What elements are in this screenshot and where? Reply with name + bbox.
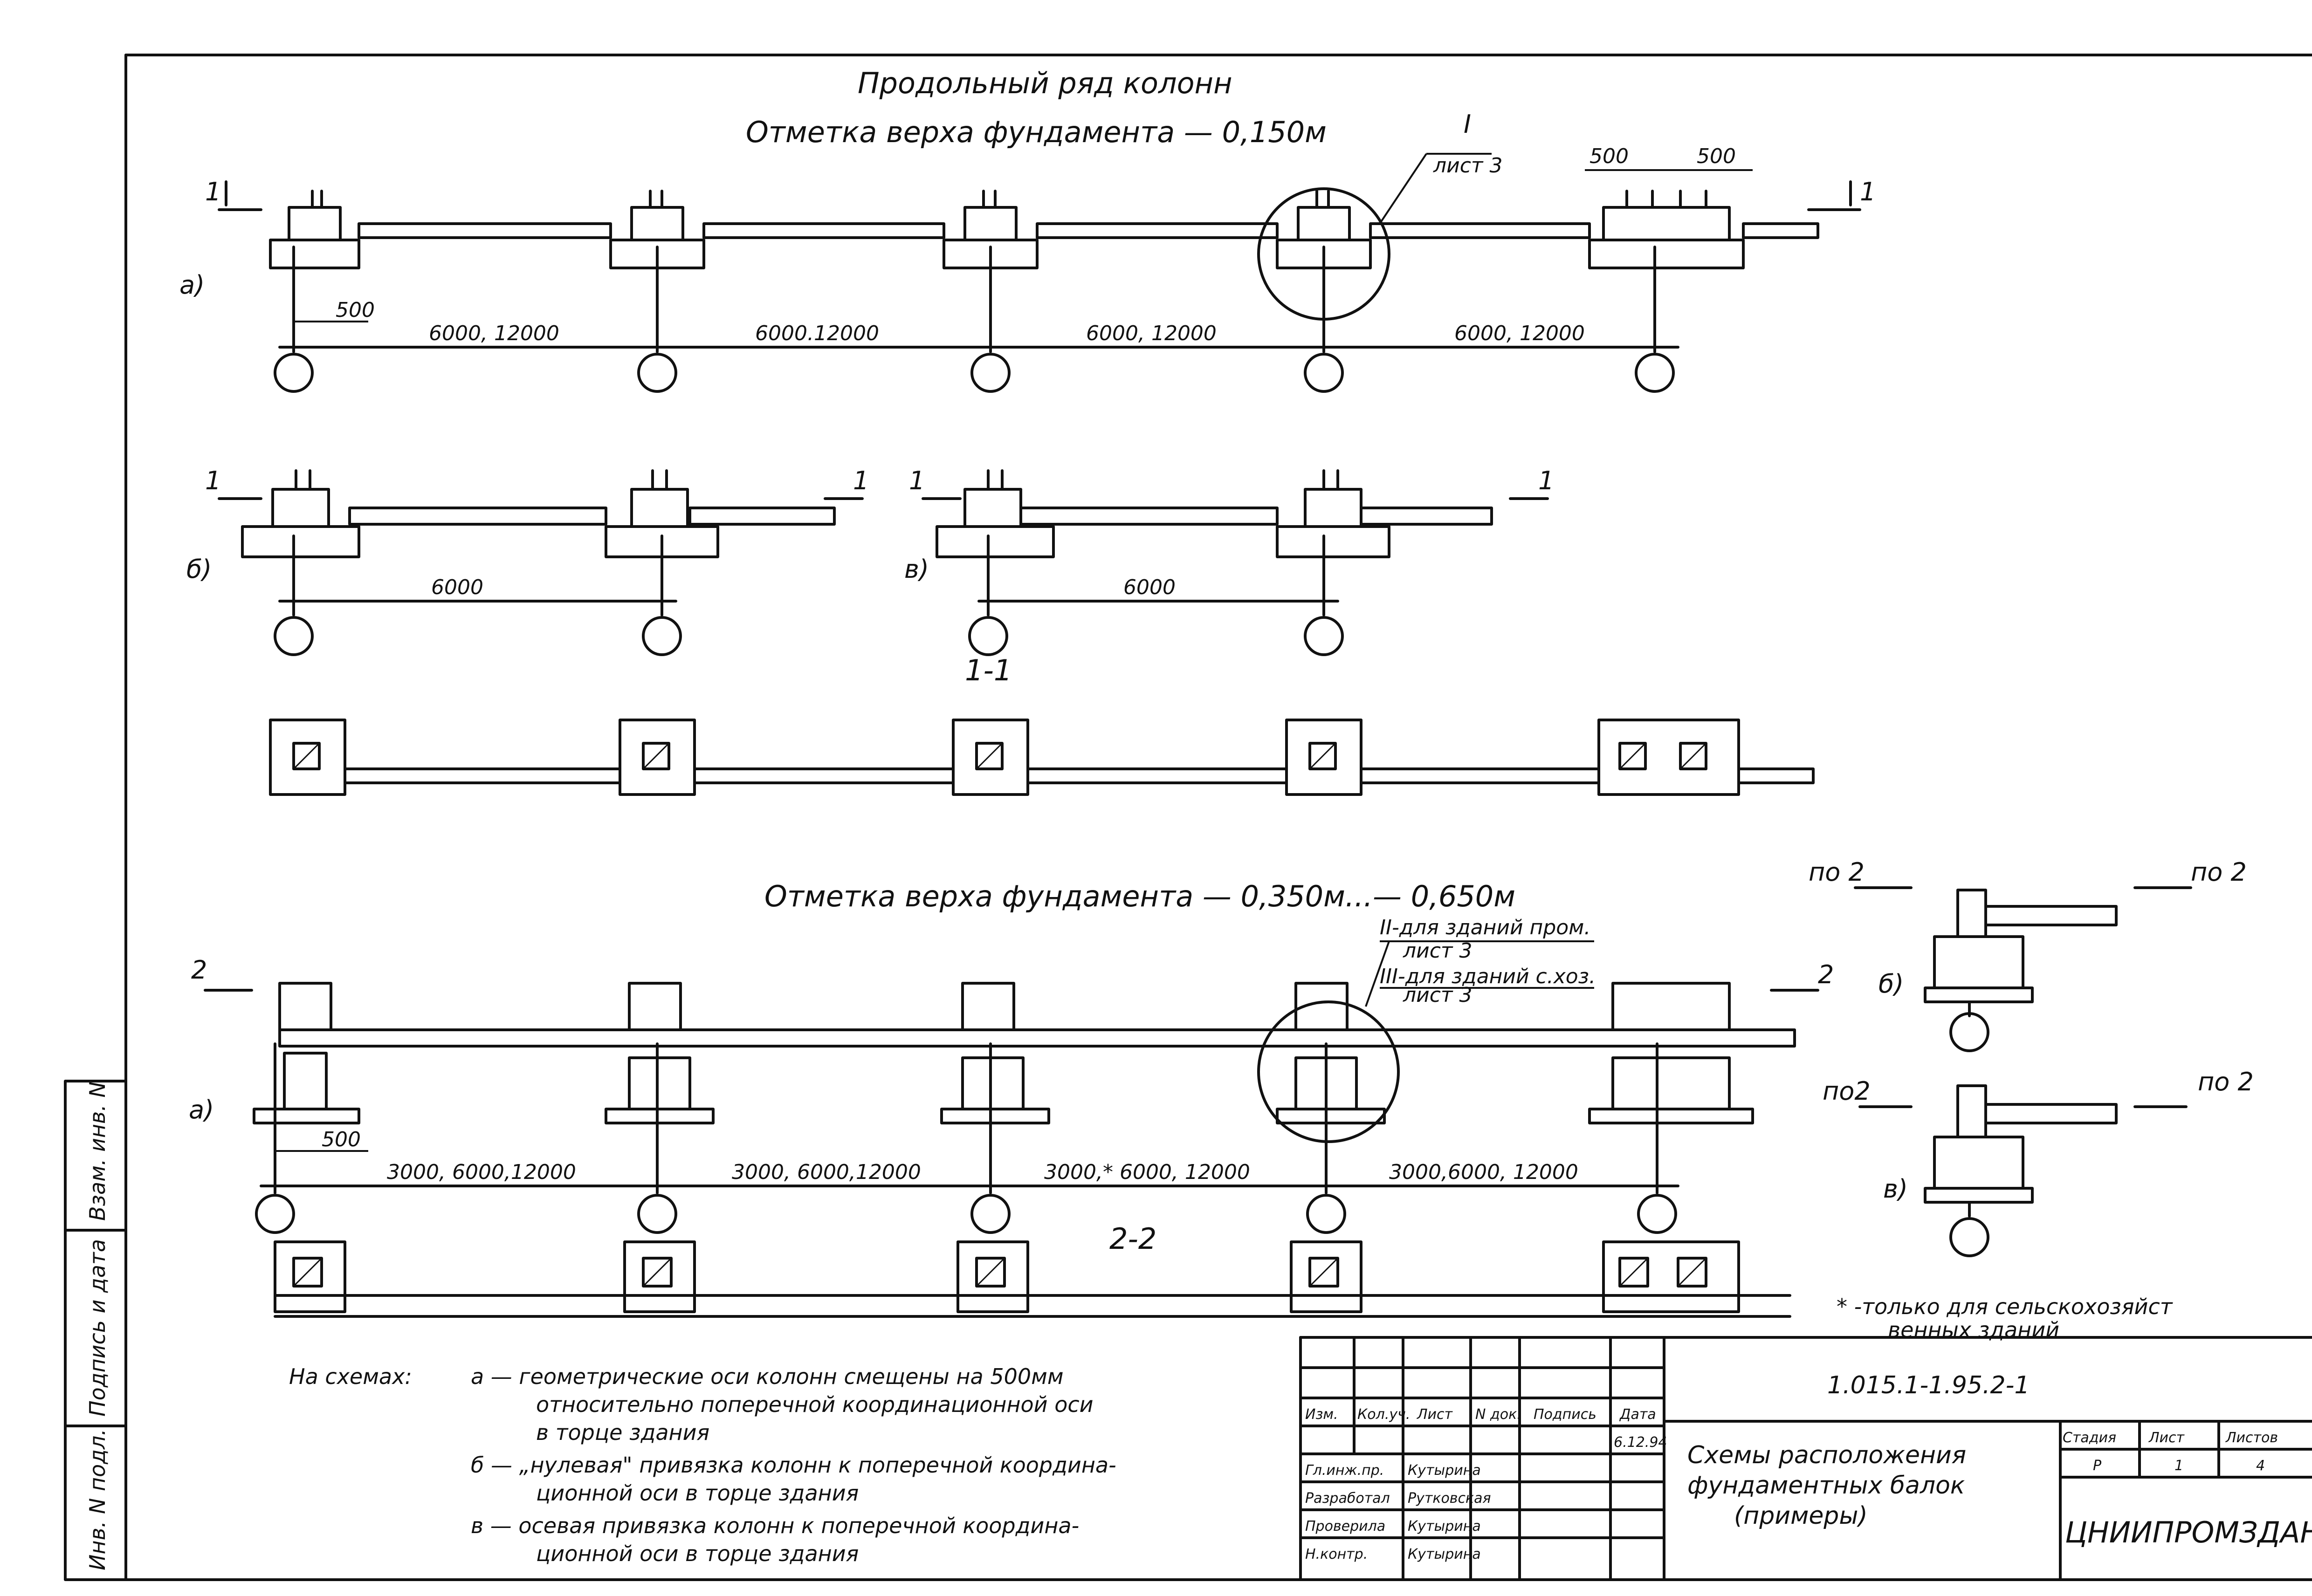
section-mark-1c-right: 1: [1538, 466, 1554, 495]
dim-b1: 6000: [431, 575, 483, 599]
variant-c2-label: в): [1883, 1174, 1908, 1204]
dim-a1-3: 6000, 12000: [1086, 322, 1217, 345]
tb-role-1: Гл.инж.пр.: [1305, 1462, 1384, 1479]
detail-c2: по2 по 2 в): [1823, 1067, 2254, 1257]
dim-a2-4: 3000,6000, 12000: [1389, 1160, 1578, 1184]
elevation-c1: в) 1 1 6000: [904, 466, 1554, 656]
tb-role-4: Н.контр.: [1305, 1546, 1368, 1562]
dim-a1-4: 6000, 12000: [1454, 322, 1585, 345]
offset-500-a2: 500: [322, 1128, 361, 1151]
dim-a2-1: 3000, 6000,12000: [387, 1160, 576, 1184]
offset-500-top-right: 500: [1697, 144, 1736, 168]
legend: На схемах: а — геометрические оси колонн…: [289, 1364, 1116, 1566]
dim-a1-1: 6000, 12000: [429, 322, 559, 345]
section-mark-2-left: 2: [191, 955, 207, 985]
tb-stage-h: Стадия: [2063, 1430, 2116, 1446]
tb-doc-code: 1.015.1-1.95.2-1: [1827, 1371, 2030, 1399]
side-stamp-vzam: Взам. инв. N: [85, 1082, 110, 1221]
section-2-label: 2-2: [1109, 1222, 1156, 1256]
footnote-star: * -только для сельскохозяйст: [1837, 1294, 2173, 1319]
ref-2-line4: лист 3: [1403, 983, 1473, 1007]
legend-c-2: ционной оси в торце здания: [536, 1541, 859, 1566]
ref-1-roman: I: [1464, 110, 1471, 139]
ref-2-line3: III-для зданий с.хоз.: [1380, 965, 1596, 988]
mark-top-1: Отметка верха фундамента — 0,150м: [746, 115, 1327, 149]
legend-a-2: относительно поперечной координационной …: [536, 1392, 1094, 1417]
section-mark-1c-left: 1: [909, 466, 925, 495]
plan-1-1: [269, 719, 1815, 796]
legend-a-3: в торце здания: [536, 1420, 709, 1445]
tb-h-koluch: Кол.уч.: [1357, 1406, 1410, 1423]
legend-a-1: а — геометрические оси колонн смещены на…: [471, 1364, 1064, 1389]
variant-a1-label: а): [179, 270, 205, 300]
po2-2-right: по 2: [2198, 1067, 2254, 1096]
row-title: Продольный ряд колонн: [858, 66, 1232, 100]
section-mark-1-left: 1: [205, 177, 221, 206]
tb-h-ndok: N док.: [1475, 1406, 1521, 1423]
section-mark-1-right: 1: [1860, 177, 1876, 206]
legend-b-2: ционной оси в торце здания: [536, 1480, 859, 1506]
legend-intro: На схемах:: [289, 1364, 412, 1389]
tb-sheets-h: Листов: [2225, 1430, 2278, 1446]
tb-role-3: Проверила: [1305, 1518, 1385, 1534]
dim-a1-2: 6000.12000: [755, 322, 879, 345]
dim-a2-3: 3000,* 6000, 12000: [1044, 1160, 1250, 1184]
elevation-a2: а) 2 2: [189, 916, 1834, 1234]
tb-h-izm: Изм.: [1305, 1406, 1338, 1423]
elevation-b1: б) 1 1 6000: [186, 466, 869, 656]
tb-name-2: Рутковская: [1408, 1490, 1491, 1507]
tb-sheets-v: 4: [2256, 1458, 2265, 1474]
tb-stage-v: Р: [2093, 1458, 2102, 1474]
ref-1-sheet: лист 3: [1433, 154, 1503, 178]
po2-1-left: по 2: [1809, 857, 1865, 887]
dim-c1: 6000: [1123, 575, 1176, 599]
plan-2-2: [274, 1240, 1791, 1318]
side-stamp-inv: Инв. N подл.: [85, 1429, 110, 1570]
tb-title-2: фундаментных балок: [1687, 1472, 1965, 1500]
tb-role-2: Разработал: [1305, 1490, 1390, 1507]
po2-1-right: по 2: [2191, 857, 2247, 887]
po2-2-left: по2: [1823, 1076, 1871, 1106]
tb-date: 6.12.94: [1614, 1434, 1667, 1451]
variant-c1-label: в): [904, 555, 929, 584]
variant-a2-label: а): [189, 1095, 214, 1124]
tb-h-data: Дата: [1619, 1406, 1656, 1423]
variant-b1-label: б): [186, 555, 212, 584]
tb-name-1: Кутырина: [1408, 1462, 1481, 1479]
offset-500-a1: 500: [336, 298, 375, 322]
title-block: Изм. Кол.уч. Лист N док. Подпись Дата 6.…: [1299, 1336, 2312, 1581]
elevation-a1: а) 1 1: [179, 110, 1876, 393]
tb-org: ЦНИИПРОМЗДАНИ: [2065, 1515, 2312, 1549]
tb-title-3: (примеры): [1734, 1502, 1868, 1530]
section-mark-1b-left: 1: [205, 466, 221, 495]
ref-2-line1: II-для зданий пром.: [1380, 916, 1590, 939]
dim-a2-2: 3000, 6000,12000: [732, 1160, 921, 1184]
tb-h-podpis: Подпись: [1534, 1406, 1596, 1423]
tb-name-4: Кутырина: [1408, 1546, 1481, 1562]
detail-b2: по 2 по 2 б): [1809, 857, 2247, 1052]
offset-500-top-left: 500: [1590, 144, 1629, 168]
tb-h-list: Лист: [1417, 1406, 1453, 1423]
side-stamp: Инв. N подл. Подпись и дата Взам. инв. N: [64, 1080, 127, 1581]
side-stamp-sign: Подпись и дата: [85, 1239, 110, 1417]
section-mark-2-right: 2: [1818, 960, 1834, 989]
tb-sheet-v: 1: [2174, 1458, 2183, 1474]
legend-c-1: в — осевая привязка колонн к поперечной …: [471, 1513, 1079, 1538]
ref-2-line2: лист 3: [1403, 939, 1473, 963]
tb-name-3: Кутырина: [1408, 1518, 1481, 1534]
variant-b2-label: б): [1878, 969, 1904, 999]
sheet-frame: [124, 54, 2312, 1581]
section-1-label: 1-1: [965, 653, 1012, 687]
tb-sheet-h: Лист: [2148, 1430, 2185, 1446]
legend-b-1: б — „нулевая" привязка колонн к поперечн…: [471, 1452, 1116, 1478]
section-mark-1b-right: 1: [853, 466, 869, 495]
tb-title-1: Схемы расположения: [1687, 1441, 1966, 1469]
mark-top-2: Отметка верха фундамента — 0,350м...— 0,…: [764, 879, 1515, 913]
